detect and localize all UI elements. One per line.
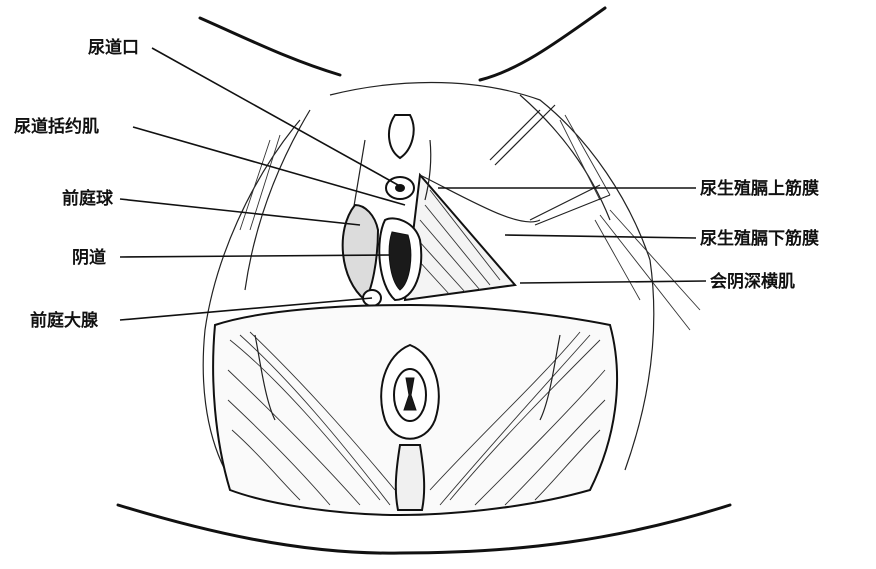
label-urethral-orifice: 尿道口 <box>88 37 139 58</box>
urogenital-diaphragm <box>405 175 540 300</box>
label-inferior-urogenital-fascia: 尿生殖膈下筋膜 <box>700 228 819 249</box>
label-superior-urogenital-fascia: 尿生殖膈上筋膜 <box>700 178 819 199</box>
label-deep-transverse-perineal: 会阴深横肌 <box>710 271 795 292</box>
label-vagina: 阴道 <box>72 247 106 268</box>
label-greater-vestibular-gland: 前庭大腺 <box>30 310 99 331</box>
label-vestibular-bulb: 前庭球 <box>62 188 114 209</box>
vestibular-bulb <box>343 205 378 300</box>
forceps <box>490 105 610 225</box>
label-urethral-sphincter: 尿道括约肌 <box>14 116 99 137</box>
